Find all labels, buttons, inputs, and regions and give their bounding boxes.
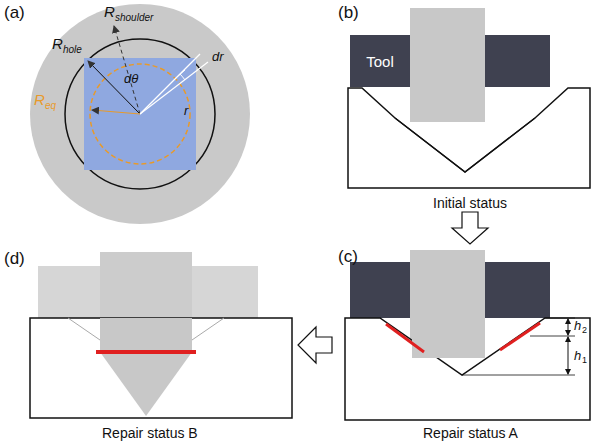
radius-symbol: R bbox=[34, 92, 45, 107]
status-caption: Repair status B bbox=[102, 426, 198, 440]
status-caption: Repair status A bbox=[423, 426, 518, 440]
panel-letter: (d) bbox=[4, 250, 25, 267]
tool-block: Tool bbox=[350, 35, 410, 87]
initial-status-section bbox=[348, 8, 590, 188]
angle-label: dθ bbox=[124, 72, 138, 85]
flow-arrow bbox=[452, 212, 488, 244]
panel-letter: (a) bbox=[4, 4, 25, 21]
radius-subscript: eq bbox=[45, 101, 56, 111]
dimension-subscript: 1 bbox=[582, 356, 587, 365]
radius-symbol: R bbox=[52, 36, 63, 51]
repair-status-a-section bbox=[345, 250, 590, 420]
flow-arrow bbox=[298, 327, 332, 363]
dimension-symbol: h bbox=[574, 319, 581, 332]
radius-label: r bbox=[184, 104, 188, 117]
dimension-symbol: h bbox=[574, 349, 581, 362]
radius-subscript: hole bbox=[63, 45, 82, 55]
dimension-subscript: 2 bbox=[582, 326, 587, 335]
radius-symbol: R bbox=[104, 4, 115, 19]
tool-label: Tool bbox=[366, 53, 394, 70]
status-caption: Initial status bbox=[433, 196, 507, 210]
radius-subscript: shoulder bbox=[115, 13, 153, 23]
panel-letter: (b) bbox=[338, 4, 359, 21]
tool-plan-view bbox=[30, 4, 250, 224]
repair-status-b-section bbox=[30, 252, 292, 418]
panel-letter: (c) bbox=[338, 248, 358, 265]
increment-label: dr bbox=[212, 50, 224, 63]
